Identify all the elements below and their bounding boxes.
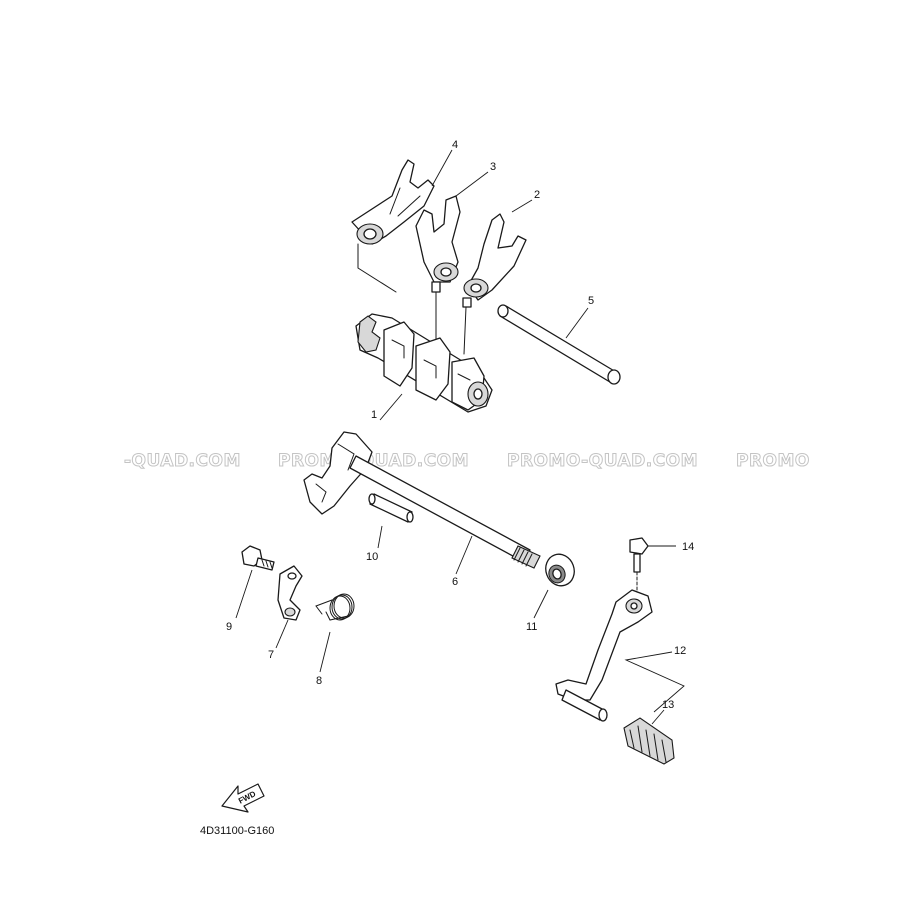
callout-12: 12 bbox=[674, 645, 686, 657]
part-oil-seal-11 bbox=[545, 553, 575, 587]
callout-5: 5 bbox=[588, 295, 594, 307]
fwd-arrow-icon: FWD bbox=[221, 783, 265, 813]
callout-14: 14 bbox=[682, 541, 694, 553]
part-pin-10 bbox=[368, 493, 414, 523]
callout-4: 4 bbox=[452, 139, 458, 151]
callout-6: 6 bbox=[452, 576, 458, 588]
part-shift-shaft-6 bbox=[303, 431, 541, 569]
callout-3: 3 bbox=[490, 161, 496, 173]
callout-2: 2 bbox=[534, 189, 540, 201]
watermark-text-4: PROMO bbox=[736, 451, 810, 471]
callout-9: 9 bbox=[226, 621, 232, 633]
part-spring-8 bbox=[315, 593, 355, 621]
watermark: -QUAD.COM PROMO-QUAD.COM PROMO-QUAD.COM … bbox=[124, 451, 810, 472]
part-stopper-lever-7 bbox=[277, 565, 303, 621]
diagram-code: 4D31100-G160 bbox=[200, 825, 274, 837]
callout-10: 10 bbox=[366, 551, 378, 563]
part-bolt-9 bbox=[241, 545, 275, 571]
callout-13: 13 bbox=[662, 699, 674, 711]
part-shift-drum-1 bbox=[355, 313, 493, 413]
watermark-text-3: PROMO-QUAD.COM bbox=[507, 451, 698, 471]
part-guide-bar-5 bbox=[497, 304, 621, 385]
callout-7: 7 bbox=[268, 649, 274, 661]
part-shift-fork-4 bbox=[351, 159, 435, 293]
part-shift-fork-2 bbox=[462, 213, 527, 355]
callout-8: 8 bbox=[316, 675, 322, 687]
part-bolt-14 bbox=[629, 537, 649, 591]
watermark-text-1: -QUAD.COM bbox=[124, 451, 241, 471]
leader-lines bbox=[235, 149, 685, 725]
callouts: 1 2 3 4 5 6 7 8 9 10 11 12 13 14 bbox=[226, 139, 694, 711]
watermark-text-2: PROMO-QUAD.COM bbox=[278, 451, 469, 471]
part-shift-fork-3 bbox=[415, 195, 461, 341]
callout-11: 11 bbox=[526, 621, 537, 633]
callout-1: 1 bbox=[371, 409, 377, 421]
part-pedal-rubber-13 bbox=[623, 717, 675, 765]
part-shift-pedal-12 bbox=[555, 589, 653, 722]
